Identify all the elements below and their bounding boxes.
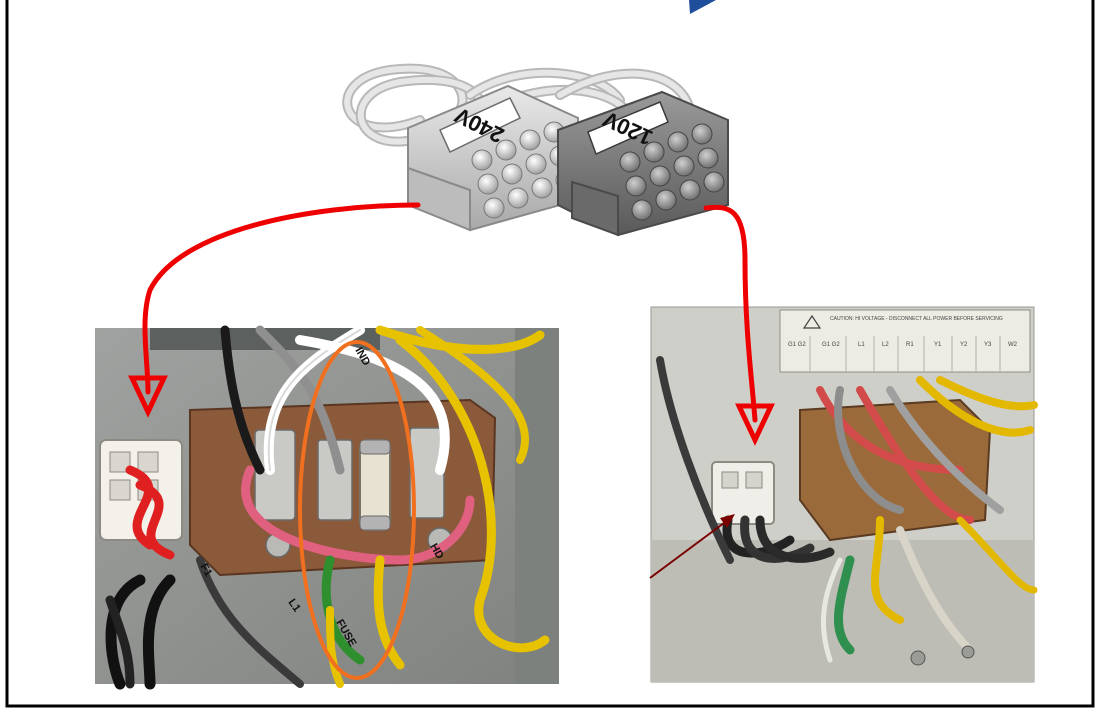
photo-120v-board: CAUTION: HI VOLTAGE - DISCONNECT ALL POW… [649, 306, 1038, 683]
terminal-label: G1 G2 [822, 342, 840, 348]
glass-fuse [359, 439, 391, 531]
terminal-label: Y3 [984, 342, 992, 348]
routing-arrows [128, 202, 775, 446]
board-wires-right [656, 356, 1038, 663]
ring-terminal [910, 650, 926, 666]
terminal-label: G1 G2 [788, 342, 806, 348]
pointer-arrow-head [720, 514, 735, 528]
terminal-label: Y1 [934, 342, 942, 348]
terminal-label: W2 [1008, 342, 1018, 348]
terminal-labels: G1 G2 G1 G2 L1 L2 R1 Y1 Y2 Y3 W2 [788, 342, 1018, 348]
arrow-120v-to-right-board [703, 204, 758, 423]
terminal-label-strip [779, 309, 1031, 373]
arrow-head-right [735, 403, 775, 446]
connector-120v: 120V [557, 90, 729, 237]
wire-label-f1: F1 [197, 562, 214, 579]
warning-triangle-icon [802, 314, 822, 329]
terminal-label: R1 [906, 342, 914, 348]
connector-pair: 240V 120V [342, 63, 729, 237]
corner-accent [689, 0, 716, 14]
pointer-arrow [649, 519, 729, 579]
plug-120v-in-board [711, 461, 775, 525]
arrow-head-left [128, 375, 168, 418]
arrow-240v-to-left-board [142, 202, 421, 395]
terminal-label: L2 [882, 342, 889, 348]
caution-label: CAUTION: HI VOLTAGE - DISCONNECT ALL POW… [830, 316, 1003, 322]
photo-240v-board: IND F1 L1 HD FUSE [95, 325, 559, 690]
fuse-highlight-ellipse [298, 340, 416, 680]
terminal-label: Y2 [960, 342, 968, 348]
connector-120v-pins [619, 123, 725, 221]
board-wires [105, 325, 550, 690]
connector-240v-label-plate [439, 97, 522, 154]
ring-terminal [961, 645, 975, 659]
terminal-label: L1 [858, 342, 865, 348]
connector-120v-label-plate [587, 101, 669, 156]
